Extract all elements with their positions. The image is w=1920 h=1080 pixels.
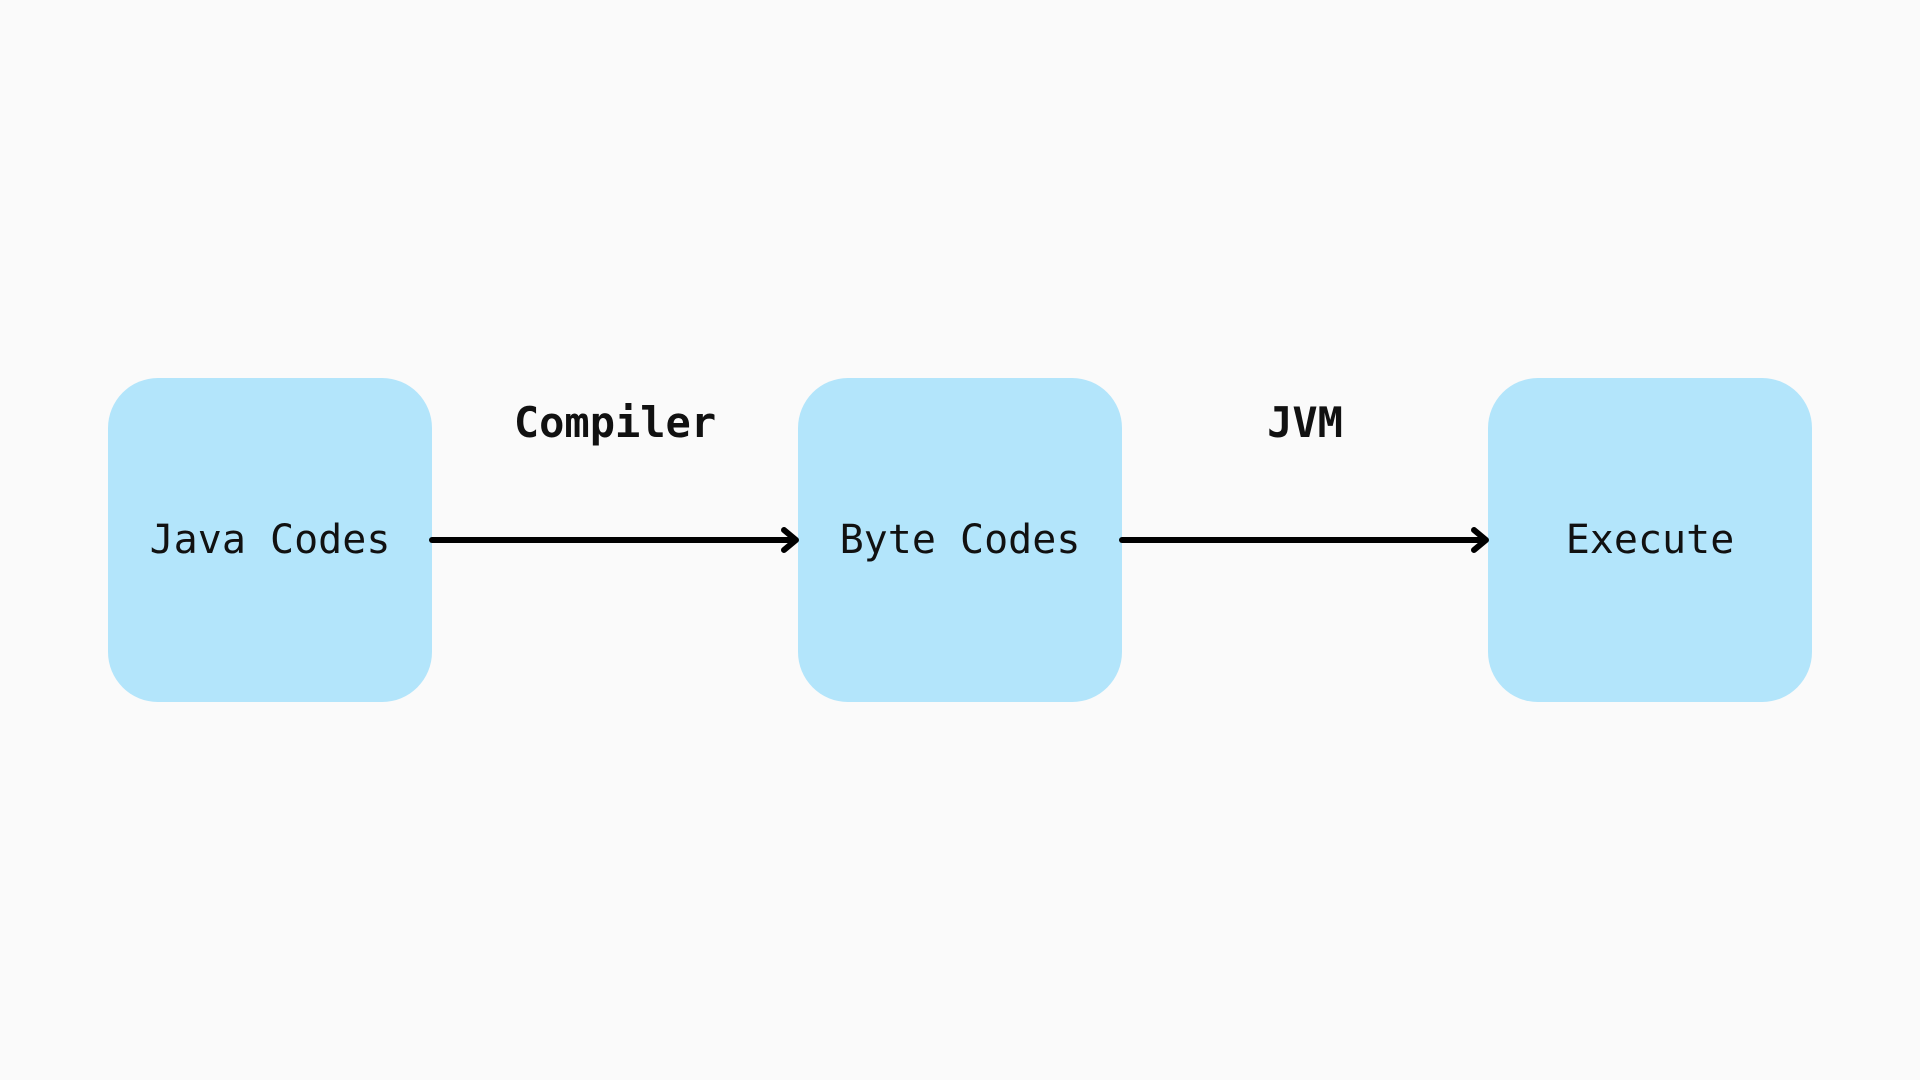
node-execute: Execute [1488, 378, 1812, 702]
node-label: Execute [1565, 517, 1735, 563]
node-label: Java Codes [149, 517, 391, 563]
edge-label-jvm: JVM [1267, 398, 1343, 447]
node-byte-codes: Byte Codes [798, 378, 1122, 702]
node-label: Byte Codes [839, 517, 1081, 563]
edge-label-compiler: Compiler [513, 398, 717, 447]
arrow-jvm [1119, 527, 1489, 553]
node-java-codes: Java Codes [108, 378, 432, 702]
arrow-compiler [429, 527, 799, 553]
